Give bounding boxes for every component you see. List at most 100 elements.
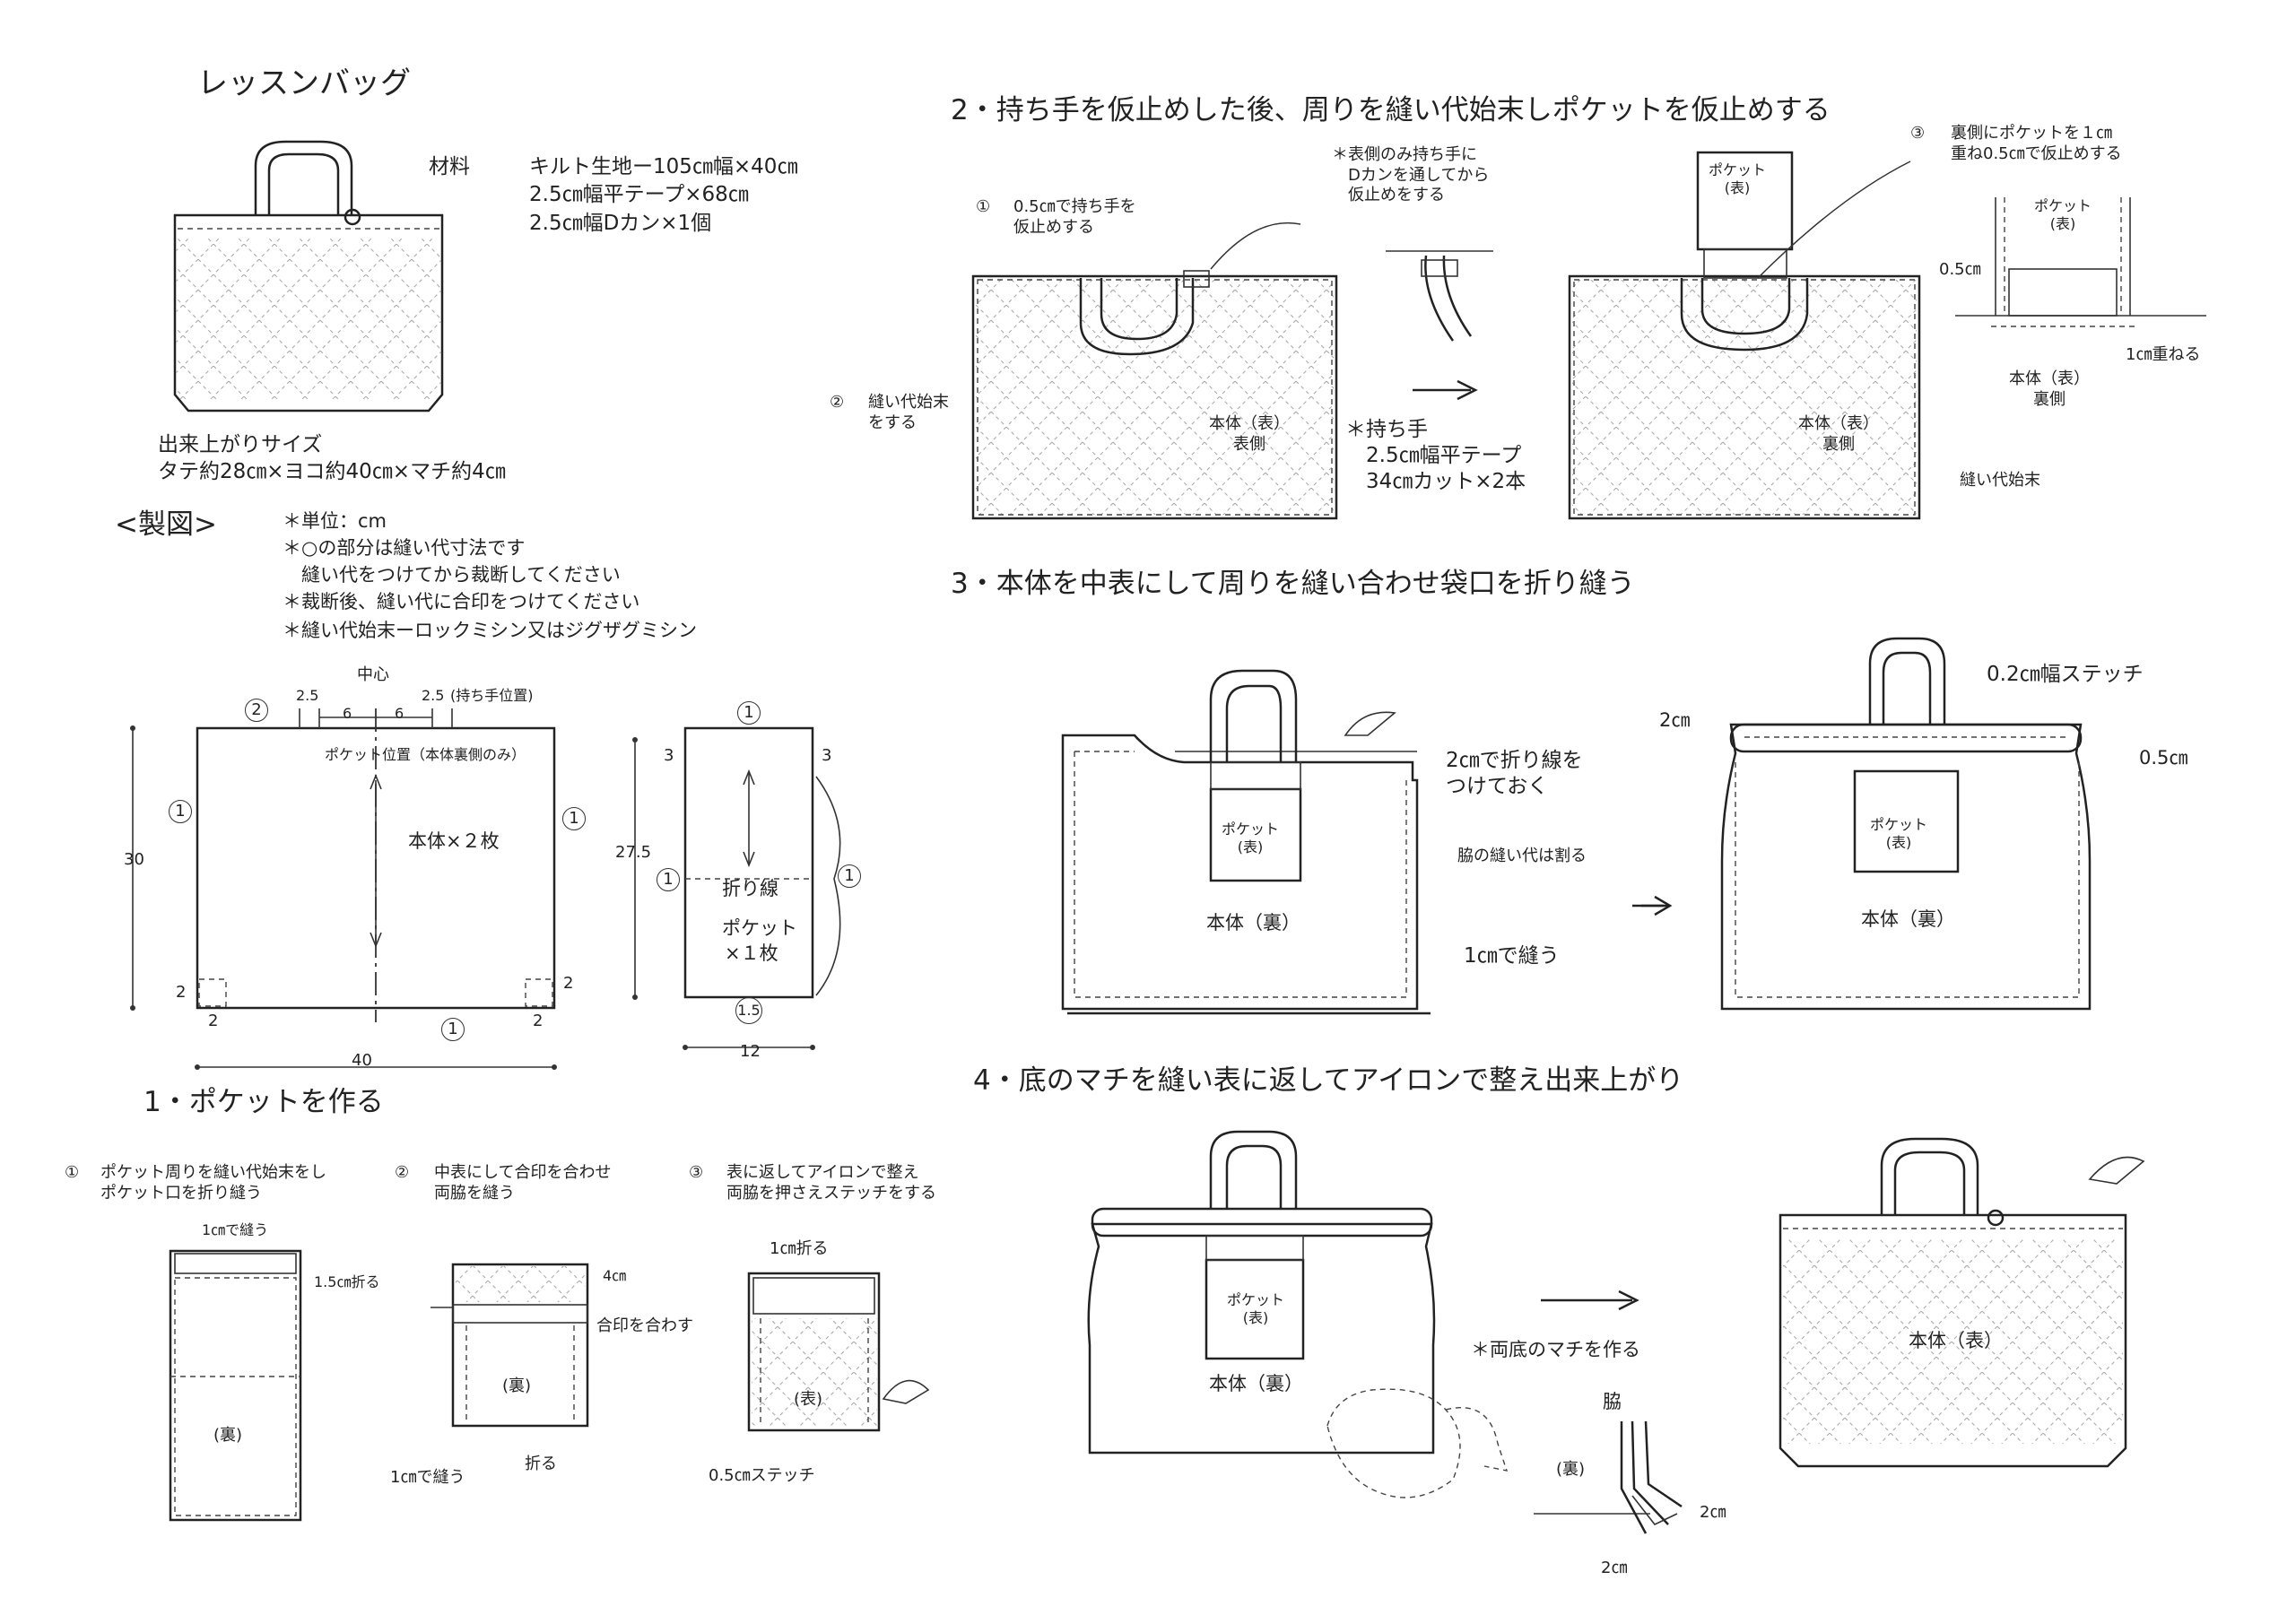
step2-n2-text: 縫い代始末 をする xyxy=(868,393,949,432)
step1-a-fold: 1.5㎝折る xyxy=(314,1273,380,1290)
step2-finish-label: 縫い代始末 xyxy=(1960,471,2040,490)
step1-drawing-b xyxy=(430,1263,589,1428)
step1-drawing-c xyxy=(747,1272,930,1432)
step1-heading: 1・ポケットを作る xyxy=(144,1086,384,1118)
step3-sew-note: 1㎝で縫う xyxy=(1464,944,1560,968)
step4-ura-label: (裏) xyxy=(1556,1460,1586,1479)
step1-b-label: (裏) xyxy=(502,1376,532,1395)
sa-right-circle: 1 xyxy=(562,807,586,830)
pocket-dim-3-a: 3 xyxy=(664,746,674,765)
step3-dim-2cm: 2㎝ xyxy=(1659,709,1691,731)
step1-a-sew: 1㎝で縫う xyxy=(202,1221,269,1238)
step1-b-num: ② xyxy=(395,1163,410,1182)
step1-a-text: ポケット周りを縫い代始末をし ポケット口を折り縫う xyxy=(100,1163,326,1203)
step2-body-front: 本体（表） 表側 xyxy=(1209,414,1290,454)
step1-b-dim: 4㎝ xyxy=(603,1267,627,1284)
finished-bag-illustration xyxy=(173,140,444,413)
main-height-dim: 30 xyxy=(124,850,144,869)
dim-2-5-a: 2.5 xyxy=(296,687,319,704)
step2-drawing-body-front xyxy=(971,221,1338,520)
step2-heading: 2・持ち手を仮止めした後、周りを縫い代始末しポケットを仮止めする xyxy=(951,94,1831,126)
step4-drawing-inside-out xyxy=(1087,1130,1639,1498)
step2-body-back: 本体（表） 裏側 xyxy=(1798,414,1879,454)
pattern-note-4: ＊裁断後、縫い代に合印をつけてください xyxy=(283,591,640,612)
step1-c-num: ③ xyxy=(689,1163,704,1182)
pattern-note-5: ＊縫い代始末ーロックミシン又はジグザグミシン xyxy=(283,620,697,641)
finished-size-value: タテ約28㎝×ヨコ約40㎝×マチ約4㎝ xyxy=(158,460,506,483)
sa-top-circle: 2 xyxy=(245,699,268,722)
pocket-height-dim: 27.5 xyxy=(615,843,652,862)
corner-dim-3: 2 xyxy=(533,1012,544,1030)
page-title: レッスンバッグ xyxy=(197,65,411,101)
dim-6-a: 6 xyxy=(343,705,352,722)
step2-n1-num: ① xyxy=(976,197,991,216)
materials-heading: 材料 xyxy=(429,155,470,178)
pattern-note-3: 縫い代をつけてから裁断してください xyxy=(283,564,621,586)
step4-body-2: 本体（表） xyxy=(1909,1330,2003,1351)
step3-dim-0-5: 0.5㎝ xyxy=(2139,747,2188,769)
pocket-piece-label-2: ×１枚 xyxy=(725,942,778,964)
sa-left-circle: 1 xyxy=(169,800,192,823)
pattern-note-2: ＊○の部分は縫い代寸法です xyxy=(283,537,526,559)
pocket-fold-line-label: 折り線 xyxy=(722,878,778,899)
pattern-note-1: ＊単位：cm xyxy=(283,510,387,532)
pocket-sa-left: 1 xyxy=(657,868,680,891)
step4-side-label: 脇 xyxy=(1603,1391,1622,1412)
step1-a-label: (裏) xyxy=(213,1426,243,1445)
corner-dim-2: 2 xyxy=(208,1012,219,1030)
pocket-sa-right: 1 xyxy=(838,864,861,888)
step1-c-fold: 1㎝折る xyxy=(770,1239,829,1258)
dim-2-5-b: 2.5 xyxy=(422,687,445,704)
handle-position-label: (持ち手位置) xyxy=(450,687,534,704)
step1-c-label: (表) xyxy=(794,1390,823,1409)
step2-dring-note: ＊表側のみ持ち手に Dカンを通してから 仮止めをする xyxy=(1332,145,1490,204)
finished-size-heading: 出来上がりサイズ xyxy=(158,433,323,456)
step2-detail-0-5: 0.5㎝ xyxy=(1939,260,1981,279)
pocket-position-label: ポケット位置（本体裏側のみ） xyxy=(325,746,526,763)
pocket-sa-top: 1 xyxy=(737,701,761,725)
materials-line-2: 2.5㎝幅平テープ×68㎝ xyxy=(529,183,749,206)
step1-b-fold: 折る xyxy=(525,1455,557,1473)
step1-drawing-a xyxy=(169,1249,302,1522)
main-width-dim: 40 xyxy=(352,1051,372,1070)
dim-6-b: 6 xyxy=(395,705,404,722)
step1-c-text: 表に返してアイロンで整え 両脇を押さえステッチをする xyxy=(726,1163,936,1203)
pocket-dim-3-b: 3 xyxy=(822,746,832,765)
pocket-sa-bottom: 1.5 xyxy=(735,997,762,1024)
step3-stitch-note: 0.2㎝幅ステッチ xyxy=(1987,663,2144,686)
step1-b-sew: 1㎝で縫う xyxy=(390,1468,465,1487)
step1-b-text: 中表にして合印を合わせ 両脇を縫う xyxy=(434,1163,612,1203)
step2-n3-num: ③ xyxy=(1910,124,1926,143)
step3-drawing-top-fold xyxy=(1720,637,2092,1011)
step1-b-match: 合印を合わす xyxy=(596,1316,693,1335)
step3-drawing-sewing xyxy=(1061,669,1673,1015)
corner-dim-1: 2 xyxy=(176,983,187,1002)
pattern-center-label: 中心 xyxy=(357,665,389,684)
step2-overlap-detail xyxy=(1955,197,2206,327)
pocket-piece-label-1: ポケット xyxy=(722,917,797,939)
step4-dim-2cm-a: 2㎝ xyxy=(1700,1503,1726,1522)
step4-gusset-detail xyxy=(1534,1420,1683,1534)
step2-handle-note: ＊持ち手 2.5㎝幅平テープ 34㎝カット×2本 xyxy=(1345,418,1526,493)
step4-gusset-note: ＊両底のマチを作る xyxy=(1471,1339,1640,1360)
step2-n2-num: ② xyxy=(830,393,845,412)
step4-dim-2cm-b: 2㎝ xyxy=(1601,1559,1628,1577)
step2-dring-detail xyxy=(1386,250,1493,401)
materials-line-3: 2.5㎝幅Dカン×1個 xyxy=(529,212,712,235)
step4-heading: 4・底のマチを縫い表に返してアイロンで整え出来上がり xyxy=(973,1064,1684,1097)
step3-fold-note: 2㎝で折り線を つけておく xyxy=(1446,749,1583,798)
step1-c-stitch: 0.5㎝ステッチ xyxy=(709,1466,815,1485)
step3-heading: 3・本体を中表にして周りを縫い合わせ袋口を折り縫う xyxy=(951,568,1635,600)
pattern-heading: <製図> xyxy=(115,508,217,541)
step3-side-note: 脇の縫い代は割る xyxy=(1457,847,1587,865)
step2-drawing-body-back xyxy=(1568,151,1921,520)
pocket-width-dim: 12 xyxy=(740,1042,761,1061)
step4-body-1: 本体（裏） xyxy=(1209,1373,1303,1394)
step1-a-num: ① xyxy=(65,1163,80,1182)
step2-pocket-label: ポケット (表) xyxy=(1709,161,1767,196)
step2-n1-text: 0.5㎝で持ち手を 仮止めする xyxy=(1013,197,1136,237)
step4-final-bag xyxy=(1779,1137,2145,1468)
step2-n3-text: 裏側にポケットを１㎝ 重ね0.5㎝で仮止めする xyxy=(1951,124,2122,163)
step3-pocket-1: ポケット (表) xyxy=(1222,821,1280,855)
